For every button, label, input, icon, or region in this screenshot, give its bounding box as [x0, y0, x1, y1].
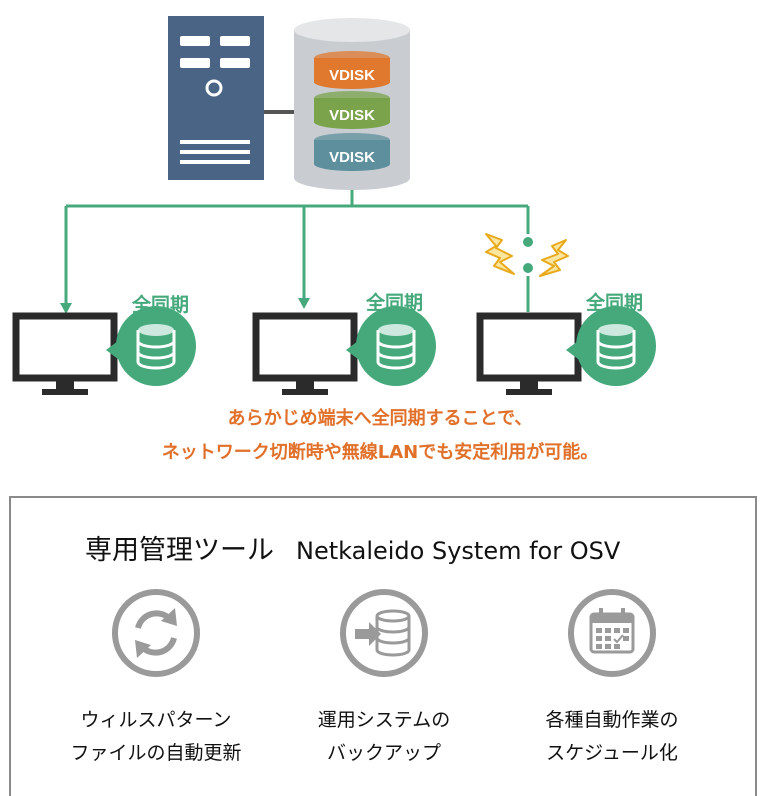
sync-label: 全同期	[132, 294, 190, 316]
panel-title: 専用管理ツール Netkaleido System for OSV	[85, 528, 620, 567]
diagram-graphics: VDISK VDISK VDISK	[12, 16, 656, 395]
disconnect-spark-icon	[539, 239, 569, 277]
network-diagram: VDISK VDISK VDISK	[12, 16, 656, 463]
local-disk-icon	[346, 306, 436, 386]
local-disk-icon	[106, 306, 196, 386]
arrow-head-icon	[298, 298, 310, 309]
arrow-head-icon	[60, 303, 72, 314]
client-monitor-icon	[476, 312, 582, 395]
disconnect-spark-icon	[485, 233, 515, 275]
calendar-icon	[568, 589, 656, 677]
break-point-icon	[523, 263, 533, 273]
client-monitor-icon	[12, 312, 118, 395]
sync-label: 全同期	[586, 292, 644, 314]
feature-label-line: 運用システムの	[317, 709, 451, 731]
note-line: あらかじめ端末へ全同期することで、	[227, 408, 533, 429]
feature-label: 各種自動作業の スケジュール化	[492, 704, 732, 770]
feature-label: 運用システムの バックアップ	[264, 704, 504, 770]
feature-label-line: スケジュール化	[546, 742, 678, 764]
vdisk-label: VDISK	[329, 107, 375, 124]
panel-title-text: 専用管理ツール	[85, 535, 274, 566]
database-backup-icon	[340, 589, 428, 677]
vdisk-band: VDISK	[314, 51, 390, 89]
sync-arrows-icon	[112, 589, 200, 677]
feature-label-line: 各種自動作業の	[545, 709, 679, 731]
break-point-icon	[523, 237, 533, 247]
note-line: ネットワーク切断時や無線LANでも安定利用が可能。	[161, 442, 599, 463]
feature-label-line: ファイルの自動更新	[70, 742, 242, 764]
vdisk-label: VDISK	[329, 67, 375, 84]
feature-label: ウィルスパターン ファイルの自動更新	[36, 704, 276, 770]
management-tool-panel: 専用管理ツール Netkaleido System for OSV	[9, 496, 757, 796]
vdisk-label: VDISK	[329, 149, 375, 166]
network-lines	[64, 190, 530, 312]
local-disk-icon	[566, 306, 656, 386]
client-monitor-icon	[252, 312, 358, 395]
vdisk-band: VDISK	[314, 133, 390, 171]
panel-subtitle: Netkaleido System for OSV	[296, 537, 621, 565]
feature-label-line: バックアップ	[326, 742, 441, 764]
feature-label-line: ウィルスパターン	[80, 709, 232, 731]
vdisk-band: VDISK	[314, 91, 390, 129]
server-icon	[168, 16, 294, 180]
sync-label: 全同期	[366, 292, 424, 314]
